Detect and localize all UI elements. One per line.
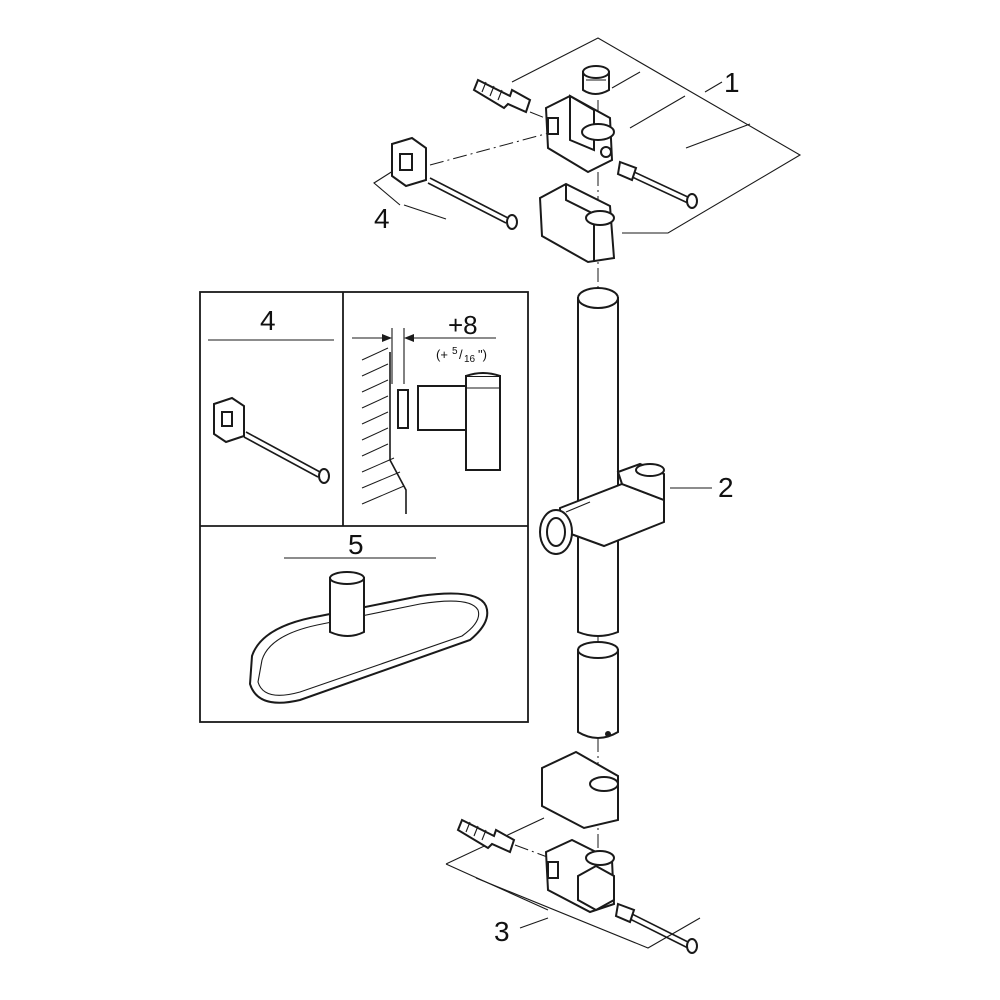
dimension-arrows xyxy=(352,328,496,384)
bottom-left-screw xyxy=(456,818,516,854)
detail-panel xyxy=(199,291,529,723)
rail-upper xyxy=(577,287,619,637)
svg-text:"): ") xyxy=(478,347,487,362)
bottom-bracket-cover xyxy=(541,750,619,830)
detail-4-label: 4 xyxy=(260,305,276,336)
callout-1-leader xyxy=(511,37,802,234)
rail-slider xyxy=(539,462,665,555)
anchor-axis xyxy=(429,129,561,166)
svg-text:(+: (+ xyxy=(436,347,448,362)
dimension-imperial: (+ 5 / 16 ") xyxy=(436,346,487,365)
dimension-value: +8 xyxy=(448,310,478,340)
top-left-screw xyxy=(472,78,532,114)
wall-plug xyxy=(391,136,427,188)
callout-4: 4 xyxy=(374,203,390,234)
detail-anchor-screw xyxy=(243,431,330,484)
screw-axis-bottom-left xyxy=(514,844,551,859)
top-bracket-cover xyxy=(538,182,616,264)
rail-lower xyxy=(577,641,619,739)
soap-dish xyxy=(248,592,489,704)
callout-3: 3 xyxy=(494,916,510,947)
svg-text:/: / xyxy=(459,347,463,362)
top-cap xyxy=(582,65,610,95)
detail-wall-plug xyxy=(213,396,245,444)
bottom-right-screw xyxy=(614,902,698,954)
callout-1: 1 xyxy=(724,67,740,98)
anchor-screw xyxy=(427,177,518,230)
top-right-screw xyxy=(616,160,698,209)
svg-text:5: 5 xyxy=(452,346,458,357)
callout-2: 2 xyxy=(718,472,734,503)
svg-text:16: 16 xyxy=(464,354,476,365)
wall-section xyxy=(361,347,407,514)
detail-bracket-section xyxy=(397,372,501,471)
bottom-wall-bracket xyxy=(544,838,616,914)
top-wall-bracket xyxy=(544,94,615,174)
detail-5-label: 5 xyxy=(348,529,364,560)
detail-rail xyxy=(329,571,365,637)
